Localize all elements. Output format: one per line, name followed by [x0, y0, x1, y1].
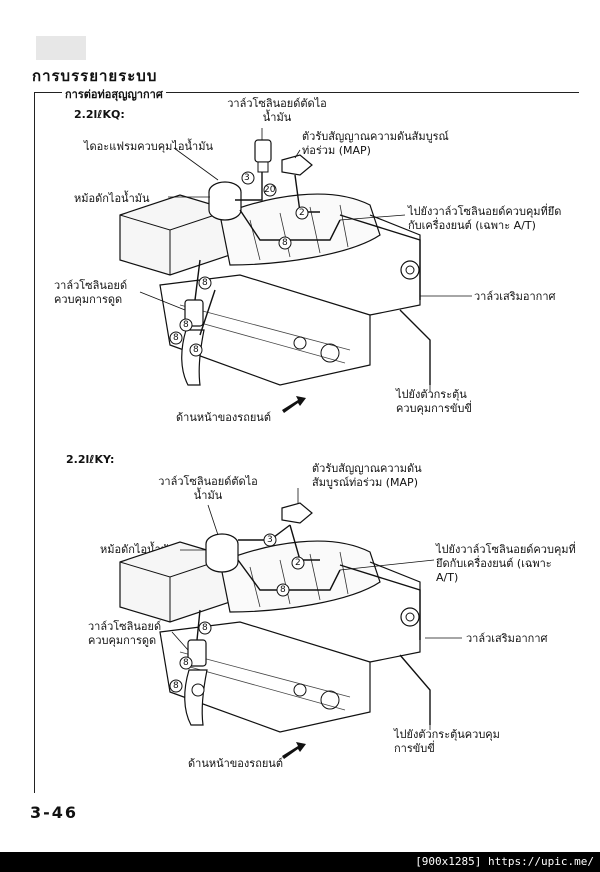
hose-num: 2	[299, 208, 305, 218]
hose-num: 8	[202, 278, 208, 288]
hose-num: 8	[193, 345, 199, 355]
s2-label-to-vsv-engine-mount: ไปยังวาล์วโซลินอยด์ควบคุมที่ยึดกับเครื่อ…	[436, 543, 576, 584]
page-number: 3-46	[30, 803, 79, 822]
hose-num: 20	[264, 185, 276, 195]
section1-heading: 2.2lℓKQ:	[74, 108, 125, 121]
s2-label-map-sensor: ตัวรับสัญญาณความดันสัมบูรณ์ท่อร่วม (MAP)	[312, 462, 422, 489]
s1-engine-drawing	[119, 193, 421, 386]
s2-map-sensor-icon	[281, 502, 313, 524]
hose-num: 8	[282, 238, 288, 248]
hose-num: 8	[202, 623, 208, 633]
s1-vsv-fuel-cut-icon	[254, 139, 272, 173]
s1-vsv-purge-icon	[181, 299, 205, 386]
s2-label-air-assist-valve: วาล์วเสริมอากาศ	[466, 632, 548, 645]
diagram-frame	[34, 92, 579, 793]
hose-num: 2	[295, 558, 301, 568]
s2-label-vsv-purge-control: วาล์วโซลินอยด์ควบคุมการดูด	[88, 620, 162, 647]
hose-num: 8	[183, 658, 189, 668]
s1-canister-icon	[208, 181, 242, 221]
hose-num: 3	[244, 173, 250, 183]
s2-canister-icon	[205, 533, 239, 573]
s2-vsv-purge-icon	[184, 639, 208, 726]
s2-label-vsv-fuel-cut: วาล์วโซลินอยด์ตัดไอน้ำมัน	[158, 475, 258, 502]
footer-text: [900x1285] https://upic.me/	[415, 855, 594, 868]
hose-num: 3	[267, 535, 273, 545]
hose-num: 8	[183, 320, 189, 330]
s2-label-to-drive-control-actuator: ไปยังตัวกระตุ้นควบคุมการขับขี่	[394, 728, 500, 755]
s1-label-air-assist-valve: วาล์วเสริมอากาศ	[474, 290, 556, 303]
s1-label-to-vsv-engine-mount: ไปยังวาล์วโซลินอยด์ควบคุมที่ยึดกับเครื่อ…	[408, 205, 562, 232]
page-title: การบรรยายระบบ	[32, 67, 158, 85]
section2-heading: 2.2lℓKY:	[66, 453, 115, 466]
frame-title: การต่อท่อสุญญากาศ	[62, 85, 166, 103]
s2-label-front-of-vehicle: ด้านหน้าของรถยนต์	[188, 757, 283, 770]
s1-map-sensor-icon	[281, 154, 313, 176]
s2-front-arrow-icon	[282, 742, 306, 759]
brand-logo-mark	[36, 36, 86, 60]
s1-label-canister: หม้อดักไอน้ำมัน	[74, 192, 150, 205]
s1-front-arrow-icon	[282, 396, 306, 413]
s2-engine-drawing	[119, 540, 421, 733]
hose-num: 8	[173, 333, 179, 343]
s1-label-front-of-vehicle: ด้านหน้าของรถยนต์	[176, 411, 271, 424]
s1-label-to-drive-control-actuator: ไปยังตัวกระตุ้นควบคุมการขับขี่	[396, 388, 472, 415]
s1-label-map-sensor: ตัวรับสัญญาณความดันสัมบูรณ์ท่อร่วม (MAP)	[302, 130, 449, 157]
s1-label-vsv-purge-control: วาล์วโซลินอยด์ควบคุมการดูด	[54, 279, 128, 306]
s1-label-fuel-vapor-diaphragm: ไดอะแฟรมควบคุมไอน้ำมัน	[84, 140, 213, 153]
hose-num: 8	[173, 681, 179, 691]
hose-num: 8	[280, 585, 286, 595]
footer-bar	[0, 852, 600, 872]
s1-label-vsv-fuel-cut: วาล์วโซลินอยด์ตัดไอน้ำมัน	[227, 97, 327, 124]
